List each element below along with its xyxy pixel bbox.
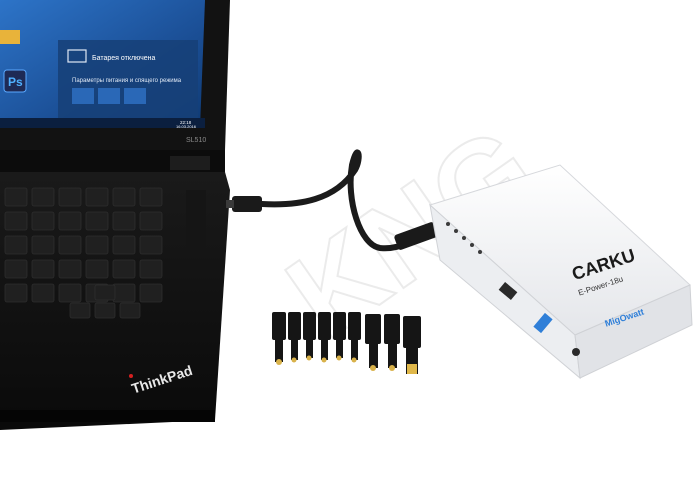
laptop-side-ports — [186, 190, 206, 250]
quick-tile — [98, 88, 120, 104]
battery-icon — [67, 49, 87, 63]
laptop-hinge — [0, 150, 225, 172]
laptop-screen: Ps Батарея отключена Параметры питания и… — [0, 0, 205, 129]
dc-plug-laptop — [232, 196, 262, 212]
power-settings-link: Параметры питания и спящего режима — [72, 78, 182, 84]
clock-time: 22:18 — [180, 120, 192, 125]
power-bank: CARKU E-Power-18u MigOwatt — [429, 164, 693, 380]
clock-date: 16.03.2016 — [176, 124, 197, 129]
blue-dc-port — [533, 312, 553, 334]
logo-dot — [129, 374, 133, 378]
keyboard — [4, 187, 163, 303]
led-indicators — [446, 222, 482, 254]
usb-port — [498, 282, 518, 300]
power-jack — [572, 348, 580, 356]
quick-tile — [72, 88, 94, 104]
adapter-tips — [272, 312, 421, 374]
photoshop-icon — [3, 69, 27, 93]
desktop-icon-label: Ps — [8, 75, 23, 89]
arrow-keys — [69, 284, 141, 319]
action-center-panel — [58, 40, 198, 120]
laptop: Ps Батарея отключена Параметры питания и… — [0, 0, 230, 430]
folder-icon — [0, 30, 20, 44]
battery-notification: Батарея отключена — [92, 55, 156, 62]
dc-plug-powerbank — [394, 222, 438, 250]
quick-tile — [124, 88, 146, 104]
taskbar — [0, 118, 205, 128]
dc-cable — [226, 149, 438, 252]
laptop-model: SL510 — [186, 137, 206, 144]
